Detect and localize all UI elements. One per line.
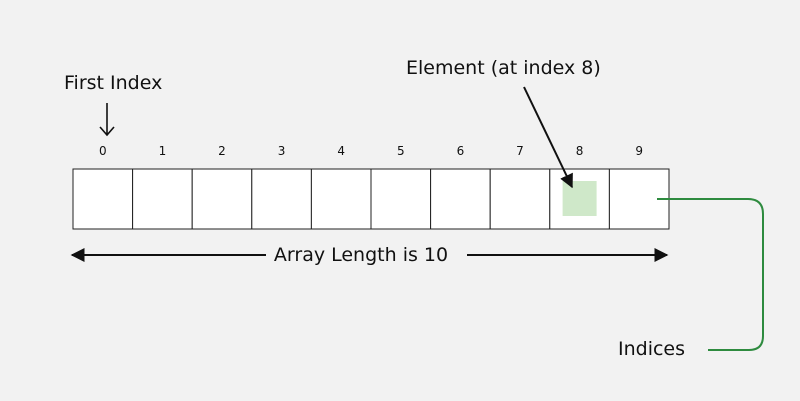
indices-label: Indices [618,338,686,360]
index-label-9: 9 [635,144,643,158]
index-label-0: 0 [98,144,107,158]
index-label-2: 2 [218,144,226,158]
first-index-label: First Index [64,72,163,94]
index-label-5: 5 [396,144,405,158]
element-label: Element (at index 8) [406,57,601,79]
array-cell-1 [132,168,193,230]
array-cell-7 [489,168,551,230]
index-label-8: 8 [575,144,584,158]
array-cell-4 [310,168,372,230]
index-label-7: 7 [516,144,524,158]
array-cell-6 [430,168,491,230]
index-label-3: 3 [277,144,286,158]
index-label-1: 1 [158,144,167,158]
array-cells [72,168,670,230]
array-cell-0 [72,168,134,230]
first-index-arrow-icon [99,103,115,137]
index-label-6: 6 [456,144,465,158]
array-cell-3 [251,168,312,230]
array-length-label: Array Length is 10 [266,243,456,267]
array-cell-5 [370,168,432,230]
element-pointer-arrow [523,86,573,189]
indices-connector-line [657,198,764,351]
index-label-4: 4 [337,144,345,158]
array-cell-2 [191,168,253,230]
highlighted-element [562,181,597,216]
